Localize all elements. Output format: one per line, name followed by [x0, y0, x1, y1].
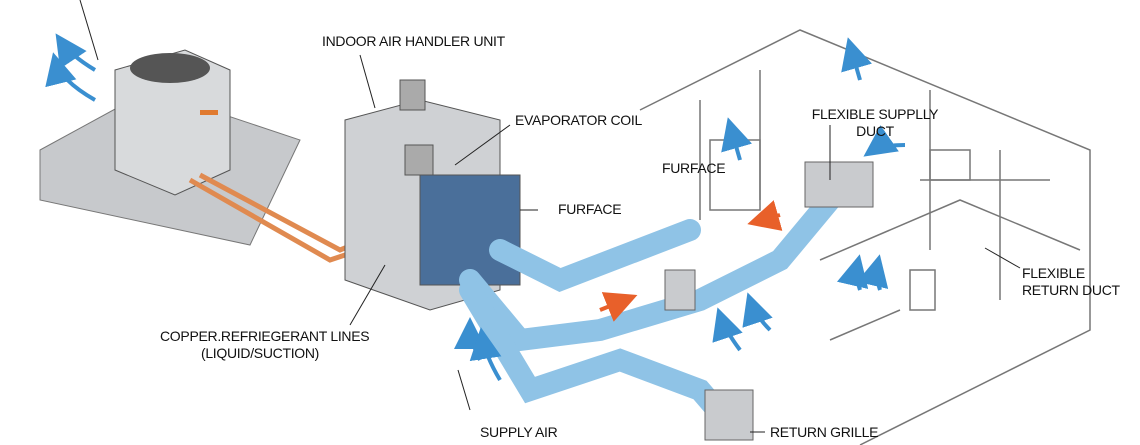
label-copper-lines: COPPER.REFRIEGERANT LINES (LIQUID/SUCTIO…	[160, 328, 370, 362]
label-furnace-unit: FURFACE	[558, 201, 622, 217]
label-evaporator-coil: EVAPORATOR COIL	[515, 112, 642, 128]
label-flexible-supply-duct-line-2: DUCT	[856, 123, 894, 139]
supply-ducts	[459, 189, 841, 436]
label-return-grille: RETURN GRILLE	[770, 424, 879, 440]
label-copper-lines-line-1: COPPER.REFRIEGERANT LINES	[160, 328, 370, 344]
house-floorplan	[639, 29, 1091, 445]
air-handler-unit	[344, 79, 521, 311]
leader-lines	[79, 0, 1021, 433]
label-supply-air: SUPPLY AIR	[480, 424, 558, 440]
label-furnace-room: FURFACE	[662, 160, 726, 176]
label-flexible-return-duct-line-1: FLEXIBLE	[1022, 265, 1085, 281]
label-flexible-supply-duct: FLEXIBLE SUPPLLY DUCT	[810, 106, 940, 140]
duct-couplings	[664, 161, 874, 441]
label-copper-lines-line-2: (LIQUID/SUCTION)	[200, 345, 320, 361]
label-flexible-supply-duct-line-1: FLEXIBLE SUPPLLY	[811, 106, 939, 122]
label-flexible-return-duct: FLEXIBLE RETURN DUCT	[1022, 265, 1120, 299]
airflow-direction-arrows	[599, 200, 783, 322]
label-flexible-return-duct-line-2: RETURN DUCT	[1022, 282, 1120, 298]
airflow-arrows	[45, 33, 906, 382]
outdoor-condenser	[39, 49, 301, 246]
label-air-handler: INDOOR AIR HANDLER UNIT	[322, 33, 505, 49]
